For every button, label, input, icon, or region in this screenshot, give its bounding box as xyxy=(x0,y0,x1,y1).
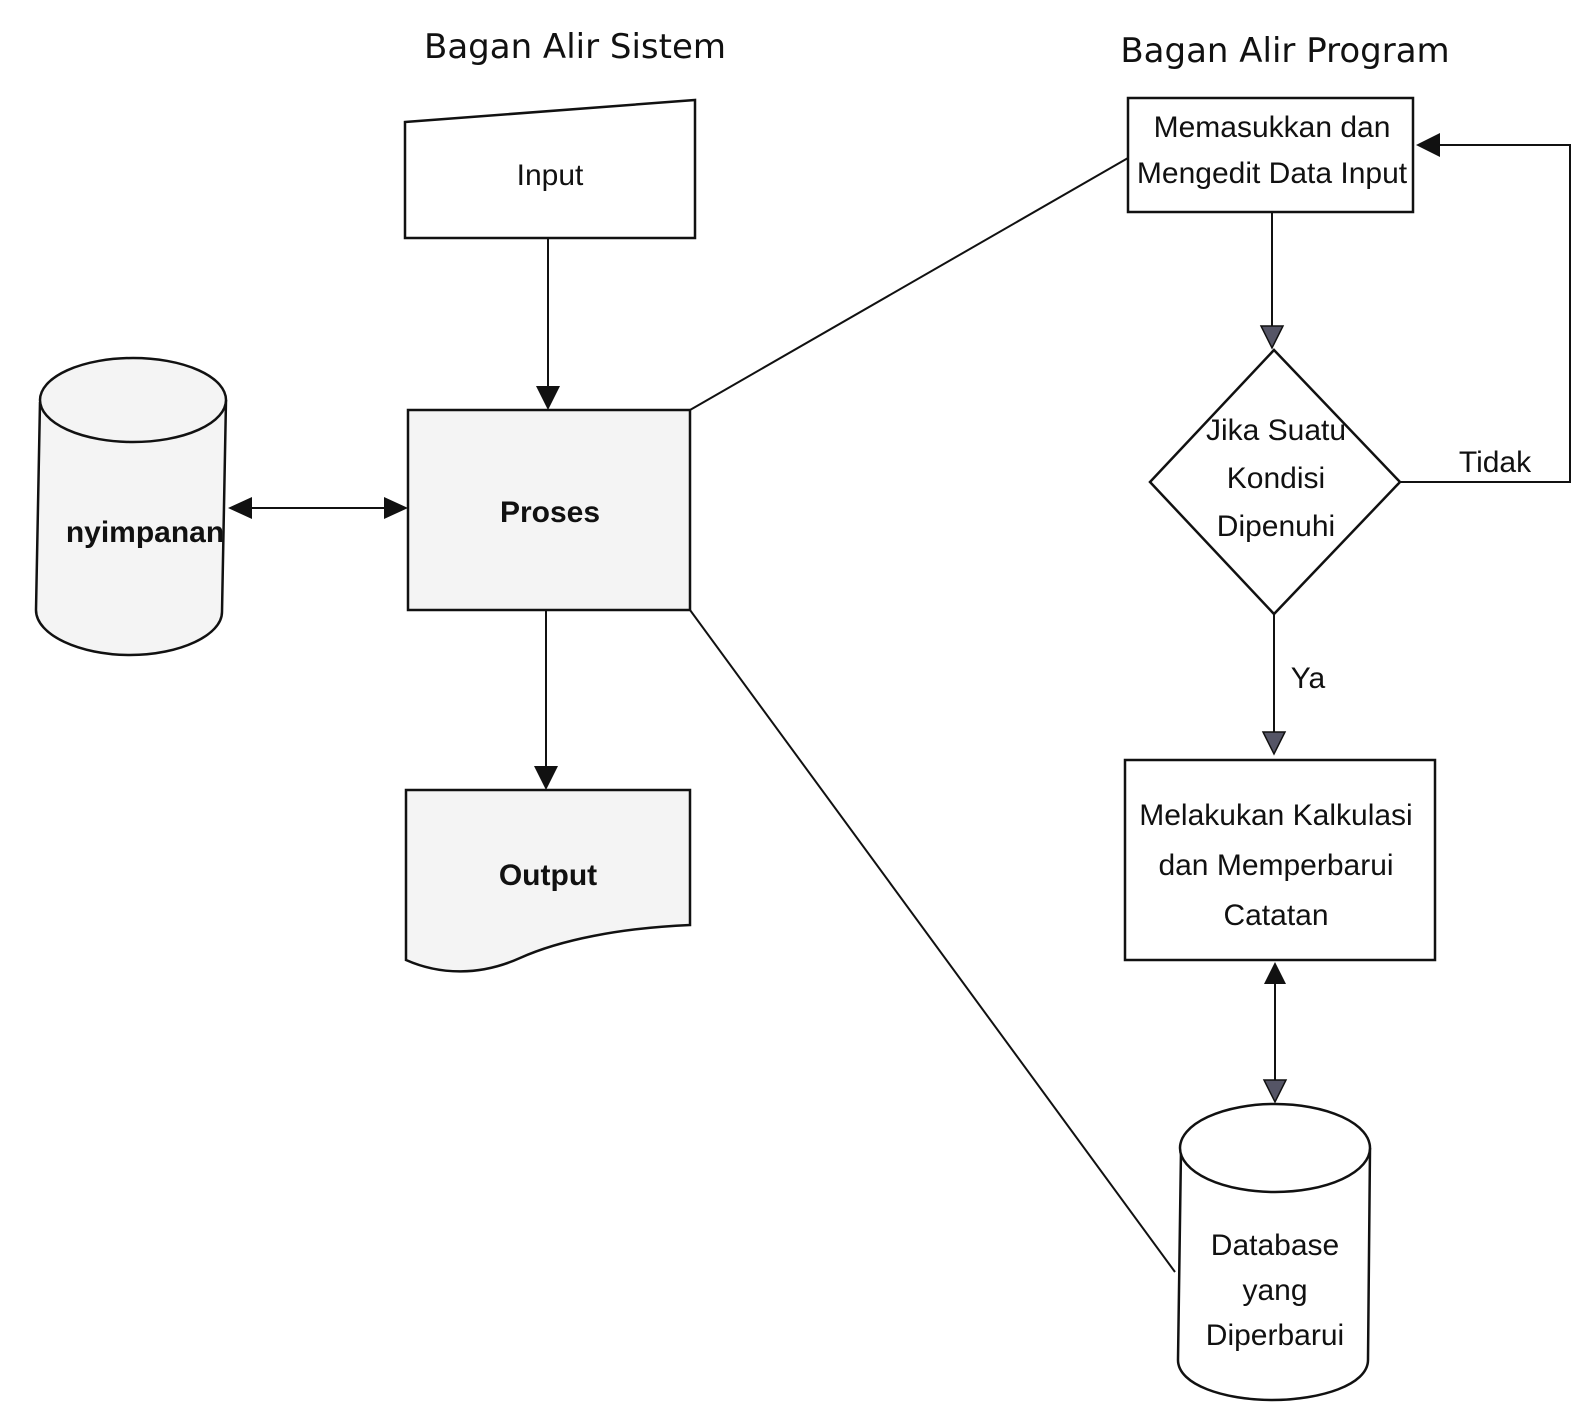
input-label: Input xyxy=(517,159,584,192)
process-label: Proses xyxy=(500,496,600,529)
process-node: Proses xyxy=(406,408,692,612)
yes-path: Ya xyxy=(1261,614,1326,756)
program-step-calculate: Melakukan Kalkulasi dan Memperbarui Cata… xyxy=(1123,758,1437,962)
arrow-storage-process xyxy=(228,497,408,519)
title-system-flow: Bagan Alir Sistem xyxy=(424,27,726,67)
connector-process-to-program-bottom xyxy=(689,609,1176,1273)
arrow-input-to-process xyxy=(536,238,560,410)
database-line2: yang xyxy=(1242,1274,1307,1307)
arrow-step2-database xyxy=(1262,962,1288,1104)
decision-node: Jika Suatu Kondisi Dipenuhi xyxy=(1148,348,1402,616)
step2-line2: dan Memperbarui xyxy=(1158,849,1393,882)
decision-line3: Dipenuhi xyxy=(1217,510,1335,543)
output-label: Output xyxy=(499,859,597,892)
storage-label: nyimpanan xyxy=(66,516,224,549)
database-node: Database yang Diperbarui xyxy=(1176,1102,1372,1402)
step2-line1: Melakukan Kalkulasi xyxy=(1139,799,1412,832)
output-node: Output xyxy=(404,788,692,973)
connector-process-to-program-top xyxy=(689,157,1129,411)
no-label: Tidak xyxy=(1459,446,1532,479)
step1-line1: Memasukkan dan xyxy=(1154,111,1391,144)
arrow-step1-to-decision xyxy=(1259,212,1285,350)
input-node: Input xyxy=(403,98,697,240)
arrow-process-to-output xyxy=(534,610,558,790)
database-line1: Database xyxy=(1211,1229,1339,1262)
step2-line3: Catatan xyxy=(1223,899,1328,932)
yes-label: Ya xyxy=(1291,662,1326,695)
database-line3: Diperbarui xyxy=(1206,1319,1344,1352)
title-program-flow: Bagan Alir Program xyxy=(1120,31,1449,71)
program-step-input-edit: Memasukkan dan Mengedit Data Input xyxy=(1126,96,1415,214)
storage-node: nyimpanan xyxy=(34,356,228,657)
decision-line1: Jika Suatu xyxy=(1206,414,1346,447)
decision-line2: Kondisi xyxy=(1227,462,1325,495)
step1-line2: Mengedit Data Input xyxy=(1137,157,1408,190)
loop-no-path: Tidak xyxy=(1400,133,1571,483)
